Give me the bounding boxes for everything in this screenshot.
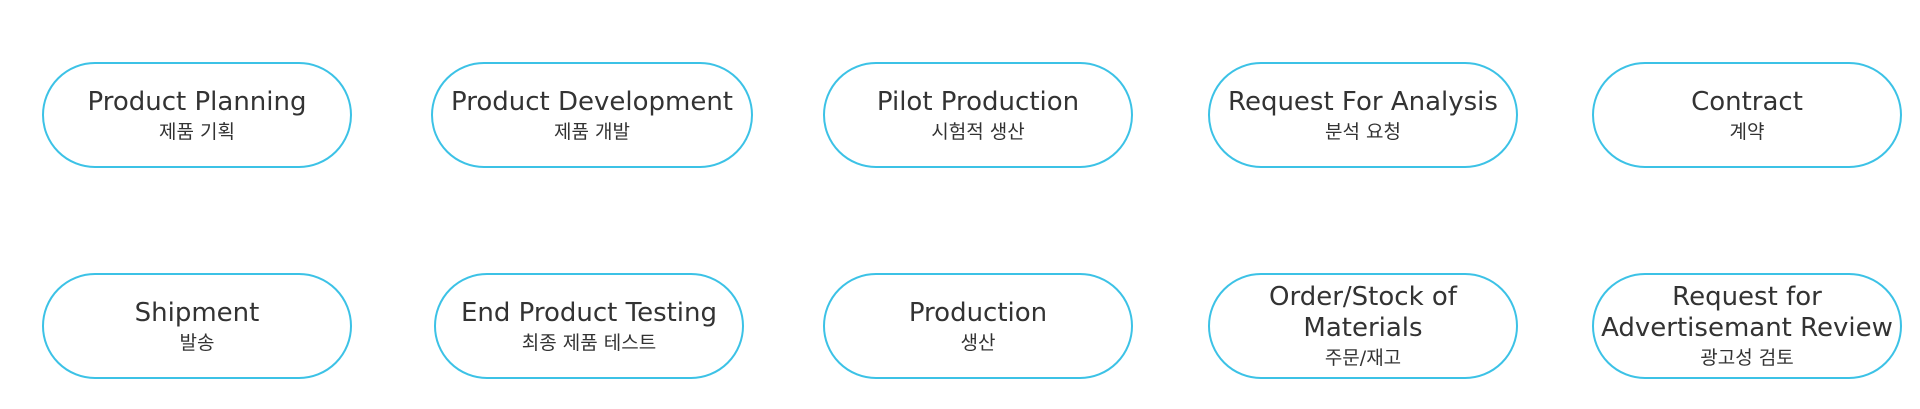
step-request-for-analysis[interactable]: Request For Analysis 분석 요청 — [1208, 62, 1518, 168]
step-contract[interactable]: Contract 계약 — [1592, 62, 1902, 168]
step-label-en: End Product Testing — [460, 297, 718, 328]
step-label-ko: 생산 — [960, 331, 996, 354]
step-label-ko: 계약 — [1729, 120, 1765, 143]
step-label-en: Shipment — [134, 297, 260, 328]
step-label-en: Contract — [1691, 86, 1803, 117]
step-production[interactable]: Production 생산 — [823, 273, 1133, 379]
step-order-stock-of-materials[interactable]: Order/Stock of Materials 주문/재고 — [1208, 273, 1518, 379]
step-label-ko: 시험적 생산 — [931, 120, 1025, 143]
step-label-ko: 발송 — [179, 331, 215, 354]
step-label-ko: 제품 기획 — [159, 120, 235, 143]
step-label-en: Product Planning — [87, 86, 307, 117]
step-label-en: Production — [908, 297, 1048, 328]
step-label-ko: 주문/재고 — [1324, 347, 1402, 369]
process-row-bottom: Shipment 발송 End Product Testing 최종 제품 테스… — [0, 273, 1920, 379]
step-label-ko: 제품 개발 — [554, 120, 630, 143]
step-end-product-testing[interactable]: End Product Testing 최종 제품 테스트 — [434, 273, 744, 379]
step-request-for-advertisement-review[interactable]: Request for Advertisemant Review 광고성 검토 — [1592, 273, 1902, 379]
step-label-en: Request for Advertisemant Review — [1601, 282, 1893, 343]
step-label-ko: 광고성 검토 — [1700, 347, 1794, 369]
step-label-en: Request For Analysis — [1228, 86, 1498, 117]
step-product-planning[interactable]: Product Planning 제품 기획 — [42, 62, 352, 168]
step-label-en: Product Development — [450, 86, 733, 117]
step-label-ko: 최종 제품 테스트 — [521, 331, 657, 354]
step-label-en: Pilot Production — [876, 86, 1080, 117]
step-pilot-production[interactable]: Pilot Production 시험적 생산 — [823, 62, 1133, 168]
process-row-top: Product Planning 제품 기획 Product Developme… — [0, 62, 1920, 168]
step-label-ko: 분석 요청 — [1325, 120, 1401, 143]
step-product-development[interactable]: Product Development 제품 개발 — [431, 62, 753, 168]
step-shipment[interactable]: Shipment 발송 — [42, 273, 352, 379]
step-label-en: Order/Stock of Materials — [1269, 282, 1457, 343]
